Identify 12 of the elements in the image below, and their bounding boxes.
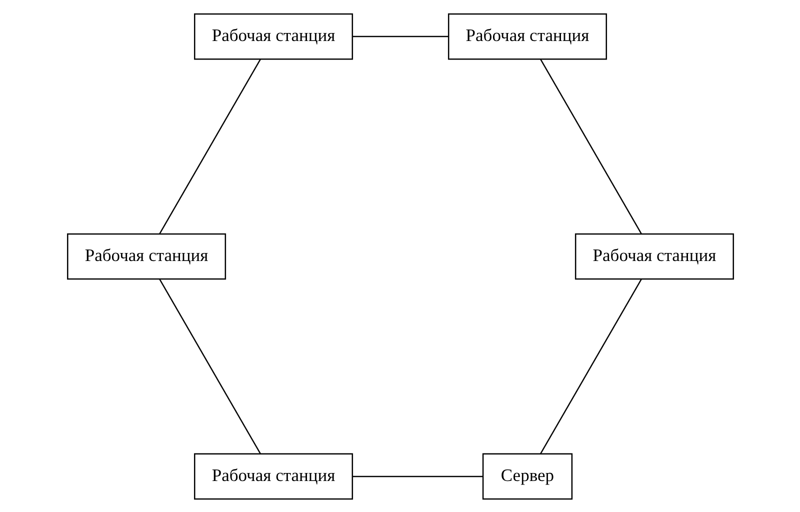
node-box: Рабочая станция: [194, 12, 353, 60]
connector: [352, 475, 482, 477]
node-box: Рабочая станция: [66, 232, 226, 280]
connector: [158, 278, 260, 454]
node-box: Рабочая станция: [447, 12, 606, 60]
node-box: Рабочая станция: [194, 452, 353, 500]
connector: [158, 58, 261, 234]
node-box: Рабочая станция: [574, 232, 734, 280]
node-box: Сервер: [482, 452, 572, 500]
connector: [540, 58, 642, 234]
connector: [539, 278, 642, 454]
connector: [352, 35, 448, 37]
